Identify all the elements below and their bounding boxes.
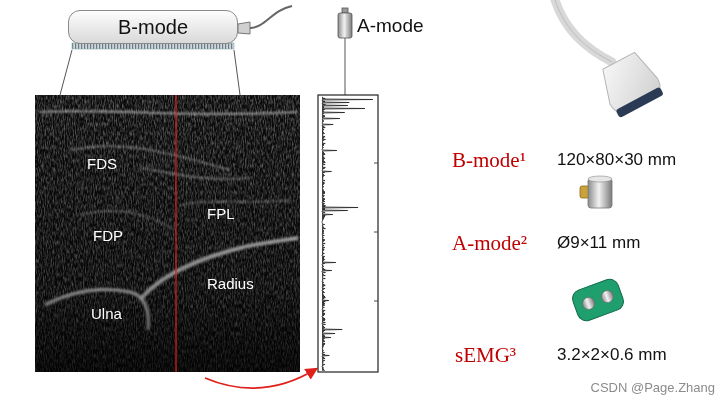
a-mode-signal: [322, 97, 373, 371]
scan-line: [175, 95, 176, 372]
anatomy-label: Ulna: [91, 305, 122, 322]
depth-fade: [35, 95, 300, 372]
a-mode-transducer: [338, 13, 352, 38]
image-speckle: [35, 95, 300, 372]
transducer-can: [588, 178, 612, 208]
axis-ticks: [374, 163, 378, 301]
node-title: B-mode: [118, 16, 188, 39]
dimension: 3.2×2×0.6 mm: [557, 345, 667, 365]
probe-cable-edge: [555, 0, 612, 62]
tick: [374, 163, 378, 164]
a-mode-transducer-photo: [580, 176, 612, 208]
beam-line: [60, 50, 72, 95]
transducer-line: [345, 38, 346, 95]
a-mode-plot-frame: [318, 95, 378, 372]
signal-trace: [322, 97, 373, 371]
transducer-connector: [342, 8, 348, 13]
probe-lens: [615, 87, 663, 118]
ultrasound-panel: FDS FPL FDP RadiusUlna: [35, 95, 300, 372]
modality-name: sEMG³: [455, 343, 516, 368]
transducer-heading: A-mode: [357, 15, 424, 37]
transducer-top: [588, 176, 612, 182]
anatomy-label: Radius: [207, 275, 254, 292]
b-mode-probe-photo: [555, 0, 666, 119]
tick: [374, 232, 378, 233]
dimension: 120×80×30 mm: [557, 150, 676, 170]
tick: [374, 301, 378, 302]
beam-line: [234, 50, 240, 95]
anatomy-label: FDS: [87, 155, 117, 172]
semg-sensor-photo: [570, 277, 626, 323]
anatomy-label: FPL: [207, 205, 235, 222]
anatomy-label: FDP: [93, 227, 123, 244]
cable-boot: [238, 22, 250, 34]
modality-name: A-mode²: [452, 231, 527, 256]
image-ground: [35, 95, 300, 372]
dimension: Ø9×11 mm: [557, 233, 640, 253]
node-title: A-mode: [357, 15, 424, 37]
sensor-board: [570, 277, 626, 323]
probe-box: B-mode: [68, 10, 238, 44]
probe-cable: [250, 6, 292, 28]
curved-arrow: [205, 369, 316, 388]
electrode: [600, 289, 615, 304]
watermark: CSDN @Page.Zhang: [591, 380, 715, 396]
modality-name: B-mode¹: [452, 148, 526, 173]
ultrasound-image: [35, 95, 300, 372]
electrode: [581, 296, 596, 311]
probe-cable: [555, 0, 612, 62]
